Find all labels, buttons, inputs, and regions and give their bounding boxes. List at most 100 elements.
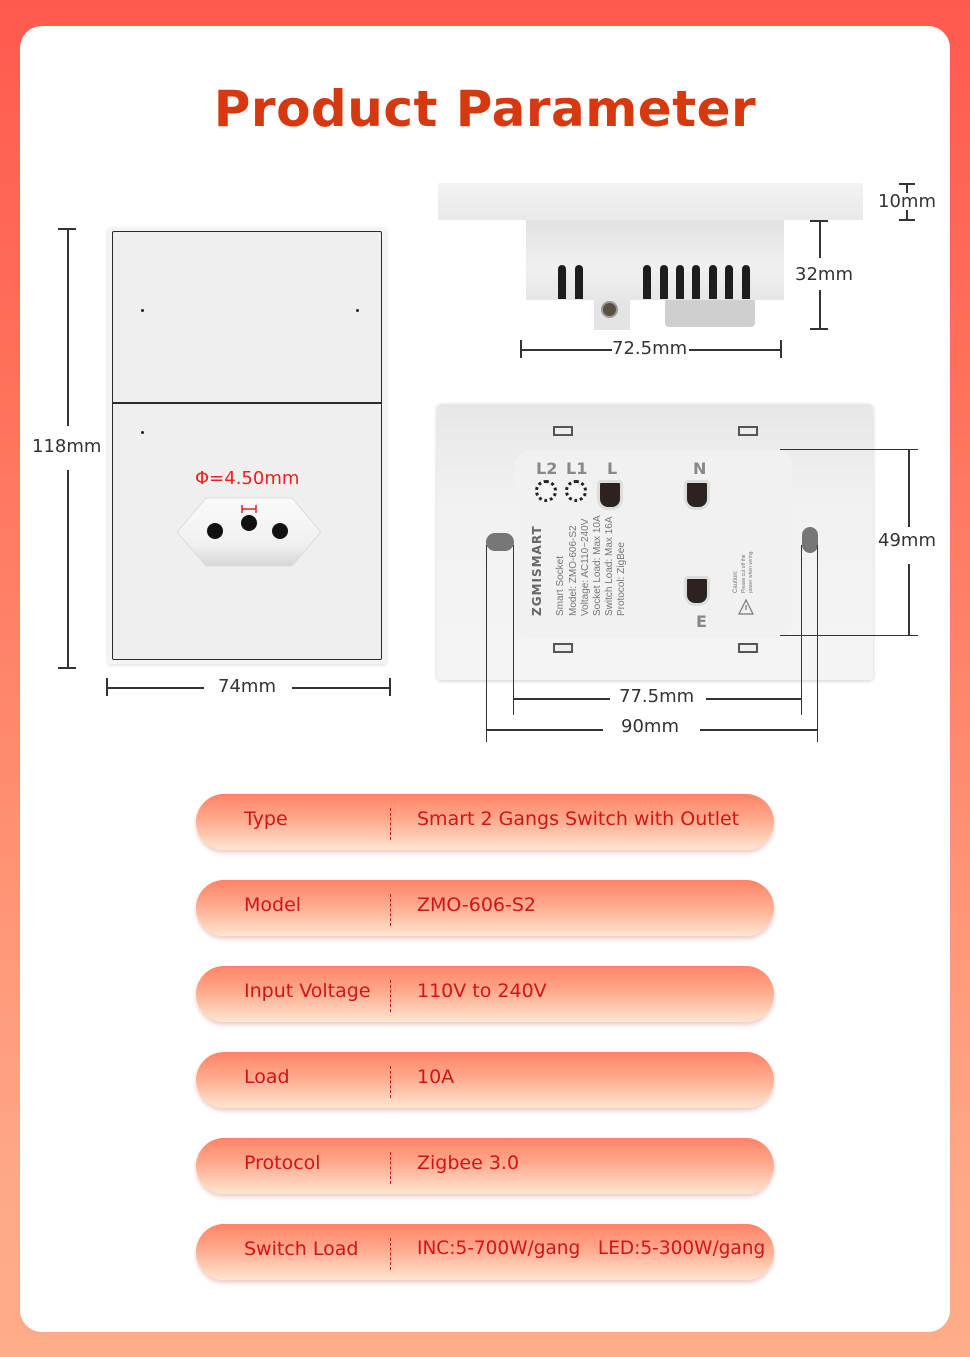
module-height-label: 49mm bbox=[878, 530, 936, 551]
page-title: Product Parameter bbox=[213, 80, 757, 138]
dim-line bbox=[819, 220, 821, 258]
front-panel bbox=[108, 228, 386, 664]
dim-line bbox=[817, 545, 819, 742]
led-indicator-icon bbox=[356, 309, 359, 312]
mounting-hole bbox=[802, 527, 818, 553]
dim-line bbox=[906, 183, 908, 193]
clip-slot bbox=[738, 643, 758, 653]
dim-line bbox=[486, 545, 488, 742]
parameter-row-load: Load 10A bbox=[196, 1052, 774, 1108]
body-width-label: 72.5mm bbox=[612, 338, 688, 359]
module-spec-line: Switch Load: Max 16A bbox=[604, 516, 615, 617]
dim-tick bbox=[810, 328, 828, 330]
module-spec-line: Socket Load: Max 10A bbox=[592, 515, 603, 616]
dim-line bbox=[106, 687, 204, 689]
depth-label: 32mm bbox=[795, 264, 853, 285]
module-spec-line: Protocol: ZigBee bbox=[616, 542, 627, 616]
caution-line: Caution: bbox=[733, 570, 739, 593]
caution-line: power when wiring. bbox=[748, 550, 754, 593]
row-divider bbox=[390, 1152, 391, 1184]
parameter-row-type: Type Smart 2 Gangs Switch with Outlet bbox=[196, 794, 774, 850]
dim-tick bbox=[899, 219, 915, 221]
parameter-value: 110V to 240V bbox=[417, 980, 547, 1002]
side-module-body bbox=[526, 220, 784, 300]
brand-label: ZGMISMART bbox=[530, 525, 544, 616]
dim-line bbox=[520, 349, 612, 351]
parameter-label: Load bbox=[244, 1066, 290, 1088]
led-indicator-icon bbox=[141, 431, 144, 434]
module-spec-line: Smart Socket bbox=[555, 555, 566, 616]
side-faceplate bbox=[438, 183, 863, 220]
parameter-label: Protocol bbox=[244, 1152, 321, 1174]
mounting-hole bbox=[486, 533, 514, 551]
dim-line bbox=[906, 210, 908, 219]
front-panel-frame bbox=[112, 231, 382, 660]
vent-slot bbox=[676, 265, 684, 299]
parameter-row-switch-load: Switch Load INC:5-700W/gang LED:5-300W/g… bbox=[196, 1224, 774, 1280]
vent-slot bbox=[643, 265, 651, 299]
parameter-value: Zigbee 3.0 bbox=[417, 1152, 520, 1174]
terminal-label-l: L bbox=[607, 459, 618, 478]
row-divider bbox=[390, 1066, 391, 1098]
brazil-outlet-icon bbox=[176, 497, 322, 567]
dim-line bbox=[908, 449, 910, 527]
row-divider bbox=[390, 894, 391, 926]
gang-divider bbox=[113, 402, 381, 404]
dim-line bbox=[780, 449, 918, 451]
clip-slot bbox=[738, 426, 758, 436]
outer-hole-spacing-label: 90mm bbox=[621, 716, 679, 737]
vent-slot bbox=[660, 265, 668, 299]
dim-line bbox=[706, 698, 802, 700]
parameter-label: Type bbox=[244, 808, 288, 830]
dim-line bbox=[908, 564, 910, 636]
clip-slot bbox=[553, 426, 573, 436]
pin-diameter-label: Φ=4.50mm bbox=[195, 468, 300, 489]
plate-thickness-label: 10mm bbox=[878, 191, 936, 212]
terminal-label-l1: L1 bbox=[566, 459, 588, 478]
dim-line bbox=[292, 687, 390, 689]
row-divider bbox=[390, 980, 391, 1012]
parameter-value: Smart 2 Gangs Switch with Outlet bbox=[417, 808, 740, 830]
dim-line bbox=[513, 698, 610, 700]
parameter-label: Model bbox=[244, 894, 302, 916]
dim-line bbox=[689, 349, 781, 351]
vent-slot bbox=[575, 265, 583, 299]
screw-terminal-icon bbox=[565, 480, 587, 502]
terminal-label-l2: L2 bbox=[536, 459, 558, 478]
module-spec-line: Model: ZMO-606-S2 bbox=[568, 525, 579, 616]
parameter-value: INC:5-700W/gang LED:5-300W/gang bbox=[417, 1238, 766, 1259]
dim-line bbox=[819, 290, 821, 328]
row-divider bbox=[390, 1238, 391, 1270]
screw-terminal-icon bbox=[535, 480, 557, 502]
dim-line bbox=[486, 729, 603, 731]
socket-housing bbox=[665, 300, 755, 327]
dim-line bbox=[700, 729, 818, 731]
parameter-row-protocol: Protocol Zigbee 3.0 bbox=[196, 1138, 774, 1194]
warning-triangle-icon bbox=[738, 599, 754, 615]
vent-slot bbox=[725, 265, 733, 299]
dim-line bbox=[801, 545, 803, 715]
socket-terminal-icon bbox=[684, 480, 710, 510]
dim-line bbox=[67, 228, 69, 426]
vent-slot bbox=[709, 265, 717, 299]
front-height-label: 118mm bbox=[32, 436, 102, 457]
vent-slot bbox=[692, 265, 700, 299]
socket-terminal-icon bbox=[684, 576, 710, 606]
parameter-row-input-voltage: Input Voltage 110V to 240V bbox=[196, 966, 774, 1022]
parameter-label: Switch Load bbox=[244, 1238, 359, 1260]
caution-line: Please cut off the bbox=[741, 554, 747, 593]
parameter-value: ZMO-606-S2 bbox=[417, 894, 537, 916]
row-divider bbox=[390, 808, 391, 840]
vent-slot bbox=[558, 265, 566, 299]
dim-line bbox=[513, 545, 515, 715]
module-spec-line: Voltage: AC110~240V bbox=[580, 518, 591, 616]
vent-slot bbox=[742, 265, 750, 299]
terminal-label-n: N bbox=[693, 459, 707, 478]
led-indicator-icon bbox=[141, 309, 144, 312]
clip-slot bbox=[553, 643, 573, 653]
inner-hole-spacing-label: 77.5mm bbox=[619, 686, 695, 707]
socket-terminal-icon bbox=[597, 480, 623, 510]
parameter-label: Input Voltage bbox=[244, 980, 371, 1002]
parameter-value: 10A bbox=[417, 1066, 455, 1088]
terminal-label-e: E bbox=[696, 612, 707, 631]
